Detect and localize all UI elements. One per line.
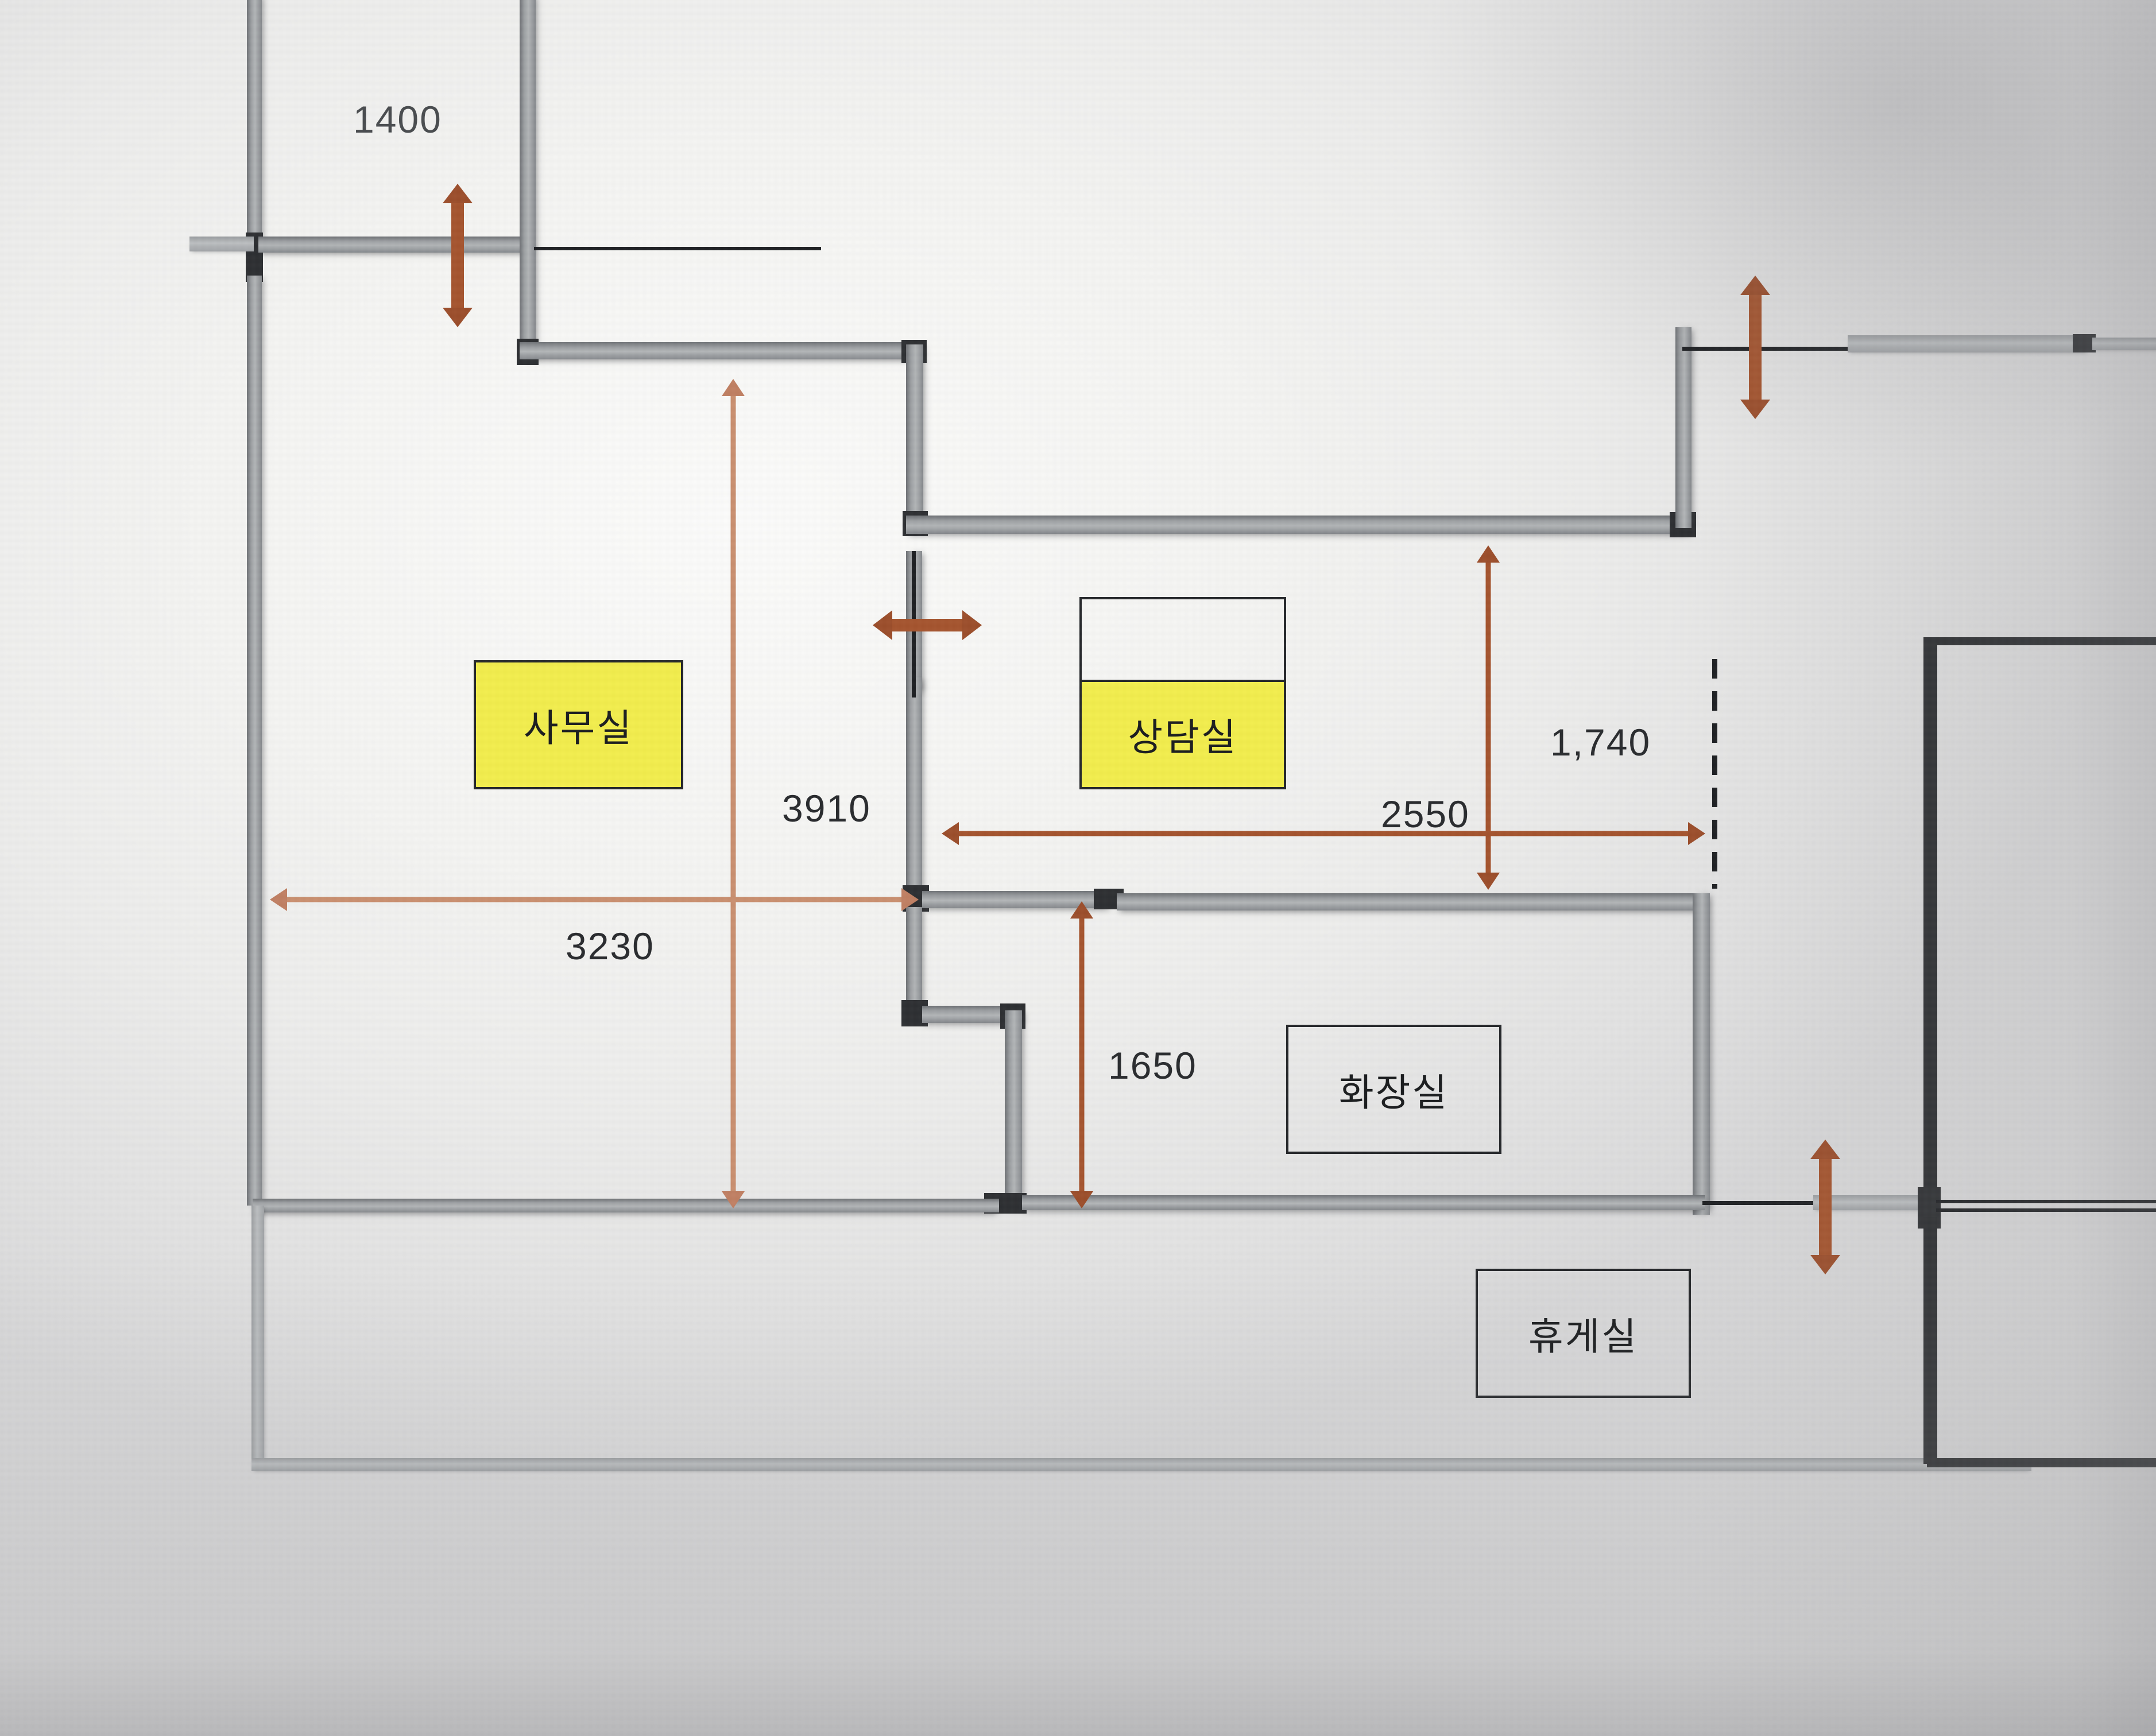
wall-zigzag-vertical-c [1005, 1010, 1022, 1211]
wall-upper-left-vertical [247, 0, 262, 253]
wall-step-vertical-a [520, 0, 536, 362]
wall-junction-top-right-segment [2073, 334, 2096, 352]
dimension-label-2550: 2550 [1381, 793, 1470, 835]
wall-right-rect-bottom [1927, 1458, 2156, 1467]
dimension-label-1740: 1,740 [1550, 721, 1651, 764]
wall-left-main-vertical [247, 276, 262, 1206]
dimension-arrow-3230 [270, 887, 919, 912]
refline-top-right [1682, 347, 1866, 351]
wall-bottom-left-vertical [251, 1206, 264, 1470]
wall-top-left-horizontal [258, 237, 534, 253]
wall-right-rect-top [1927, 637, 2156, 645]
dimension-arrow-1740 [1476, 545, 1501, 890]
room-label-consultation: 상담실 [1079, 597, 1286, 789]
wall-bottom-horizontal [251, 1458, 2031, 1471]
room-label-office: 사무실 [474, 660, 683, 789]
wall-top-right-horizontal [906, 516, 1693, 534]
room-label-restroom: 화장실 [1286, 1025, 1501, 1154]
dimension-arrow-3910 [721, 379, 746, 1208]
refline-mid-right-a [1702, 1201, 1817, 1205]
wall-mid-horizontal-left [253, 1199, 999, 1212]
refline-mid-right-b [1936, 1200, 2156, 1203]
wall-top-right-segment-tail [2092, 338, 2156, 350]
dimension-label-3910: 3910 [782, 787, 871, 830]
dimension-arrow-1650 [1069, 901, 1094, 1208]
wall-right-rect-vertical-upper [1923, 637, 1937, 1188]
refline-1400 [534, 247, 821, 250]
wall-left-stub [189, 237, 254, 251]
dimension-arrow-2550 [942, 821, 1705, 846]
dimension-arrow-bottom-right [1810, 1140, 1841, 1274]
wall-right-rect-vertical-lower [1923, 1217, 1937, 1464]
wall-mid-right-segment [1813, 1195, 1928, 1210]
wall-top-right-segment [1848, 335, 2089, 352]
dimension-label-1400: 1400 [353, 98, 442, 141]
wall-restroom-top [1117, 893, 1708, 910]
dimension-arrow-door-swing [873, 610, 982, 641]
dimension-arrow-top-right [1740, 276, 1771, 419]
dimension-label-1650: 1650 [1108, 1044, 1197, 1087]
dimension-arrow-1400 [442, 184, 473, 327]
room-label-lounge: 휴게실 [1476, 1269, 1691, 1398]
wall-mid-horizontal-right [1022, 1195, 1705, 1210]
wall-right-riser-vertical [1675, 327, 1691, 528]
wall-step-vertical-b [906, 344, 923, 534]
dashed-reference-line [1712, 659, 1717, 889]
room-label-lounge-text: 휴게실 [1528, 1315, 1639, 1358]
room-label-consultation-upper-blank [1082, 599, 1284, 682]
refline-mid-right-c [1936, 1208, 2156, 1212]
wall-restroom-right-vertical [1693, 893, 1710, 1215]
dimension-label-3230: 3230 [566, 925, 655, 967]
room-label-consultation-lower: 상담실 [1082, 681, 1284, 787]
wall-inner-vertical-mid [906, 677, 922, 907]
room-label-office-text: 사무실 [523, 706, 634, 749]
wall-step-horizontal-a [520, 342, 922, 359]
room-label-restroom-text: 화장실 [1338, 1071, 1449, 1114]
room-label-consultation-text: 상담실 [1128, 716, 1238, 759]
